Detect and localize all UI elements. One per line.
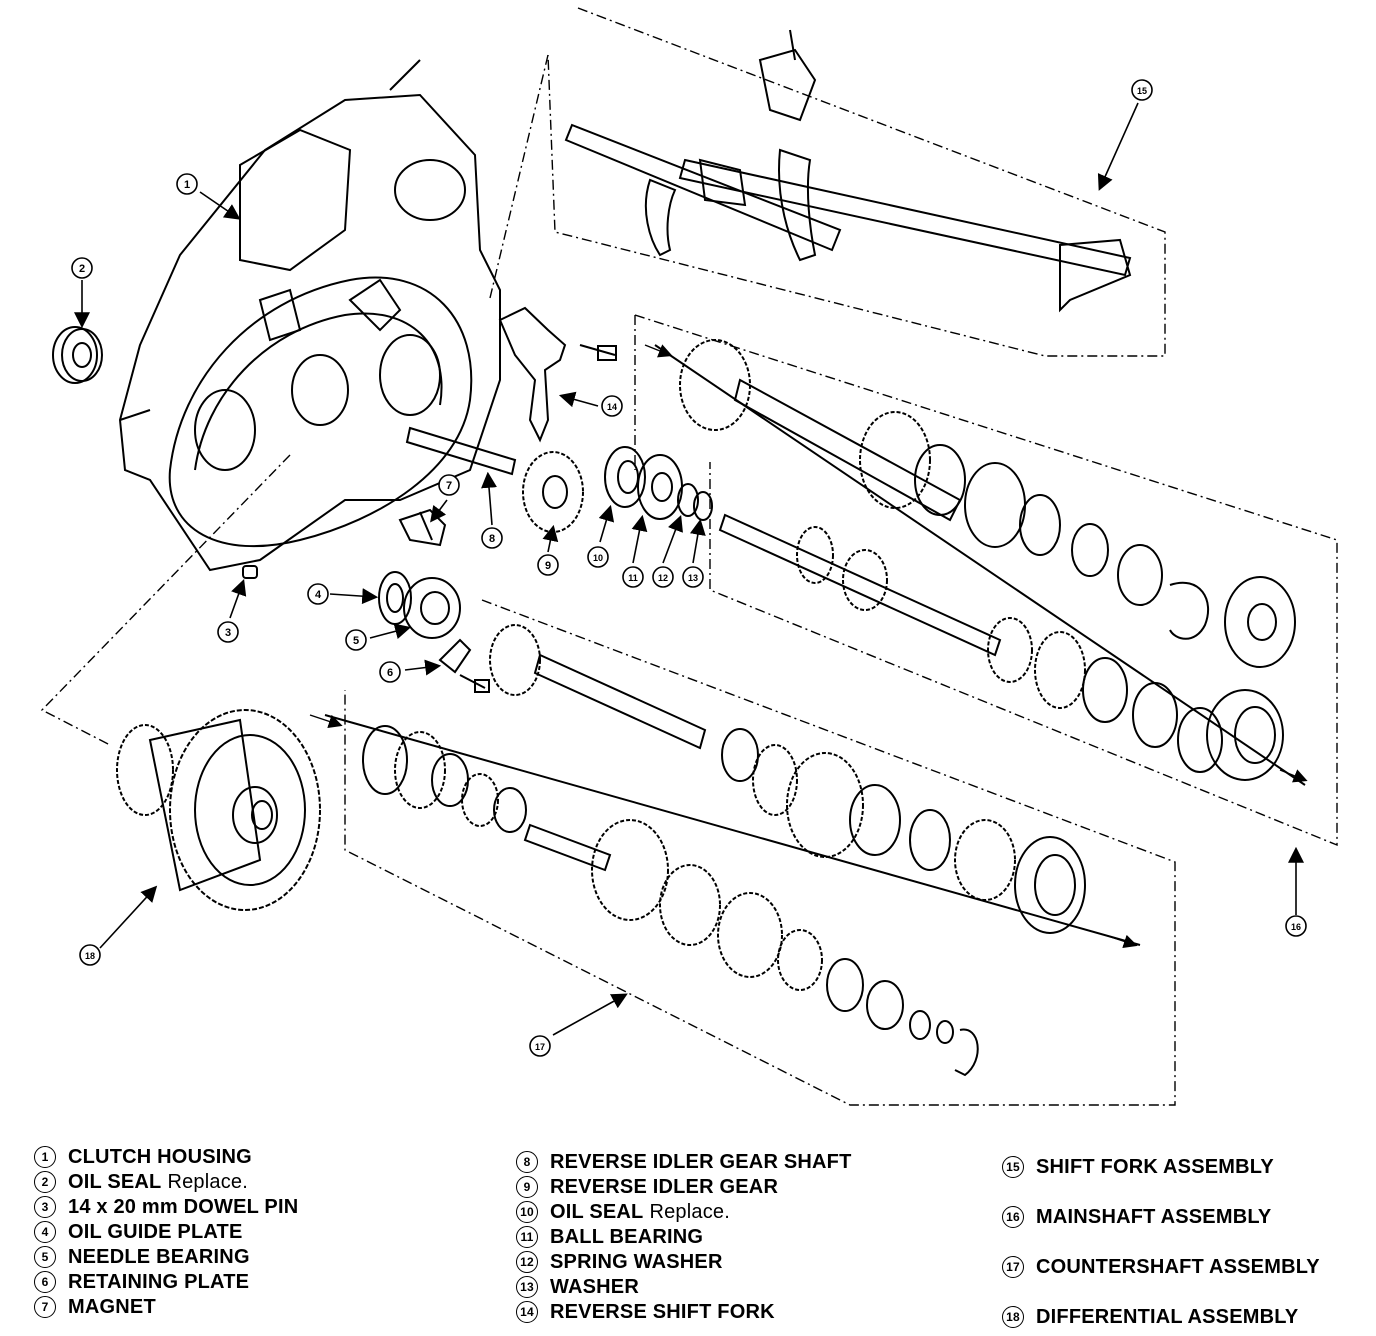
countershaft-assembly-boundary [344,599,1176,1106]
legend-item: 15 SHIFT FORK ASSEMBLY [1002,1156,1274,1179]
legend-item: 6 RETAINING PLATE [34,1271,249,1294]
legend-number: 14 [516,1301,538,1323]
legend-label: SHIFT FORK ASSEMBLY [1036,1156,1274,1178]
legend-number: 3 [34,1196,56,1218]
legend-label: 14 x 20 mm DOWEL PIN [68,1196,299,1218]
legend-number: 1 [34,1146,56,1168]
legend-number: 7 [34,1296,56,1318]
legend-item: 7 MAGNET [34,1296,156,1319]
mainshaft-assembly-boundary [634,314,1338,847]
exploded-transmission-diagram: 1 2 3 4 5 6 7 8 9 10 11 12 13 14 15 16 1… [40,7,1338,1106]
shift-fork-assembly-boundary [489,7,1166,357]
legend-label: BALL BEARING [550,1226,704,1248]
reverse-idler-gear-part [522,451,584,533]
legend-item: 16 MAINSHAFT ASSEMBLY [1002,1206,1271,1229]
legend-item: 4 OIL GUIDE PLATE [34,1221,243,1244]
legend-note: Replace. [167,1171,249,1193]
legend-label: SPRING WASHER [550,1251,723,1273]
legend-label: WASHER [550,1276,639,1298]
legend-number: 11 [516,1226,538,1248]
legend-label: DIFFERENTIAL ASSEMBLY [1036,1306,1299,1328]
callout-18: 18 [85,951,95,961]
legend-item: 11 BALL BEARING [516,1226,703,1249]
callout-circles [71,79,1307,1057]
legend-number: 18 [1002,1306,1024,1328]
legend-note: Replace. [649,1201,731,1223]
callout-9: 9 [545,560,551,572]
legend-item: 13 WASHER [516,1276,639,1299]
legend-label: REVERSE SHIFT FORK [550,1301,775,1323]
shaft-axis-arrows [309,344,1308,949]
legend-label: NEEDLE BEARING [68,1246,250,1268]
legend-item: 5 NEEDLE BEARING [34,1246,250,1269]
callout-10: 10 [593,553,603,563]
legend-item: 14 REVERSE SHIFT FORK [516,1301,775,1324]
mainshaft-end-parts [604,446,713,521]
reverse-shift-fork-part [498,306,617,443]
legend-number: 13 [516,1276,538,1298]
legend-number: 10 [516,1201,538,1223]
callout-leaders [74,102,1304,1036]
callout-8: 8 [489,533,495,545]
legend-label: REVERSE IDLER GEAR SHAFT [550,1151,852,1173]
mainshaft-assembly-part [654,339,1306,786]
legend-number: 17 [1002,1256,1024,1278]
legend-label: OIL GUIDE PLATE [68,1221,243,1243]
callout-7: 7 [446,480,452,492]
legend-number: 16 [1002,1206,1024,1228]
needle-bearing-part [403,577,461,639]
callout-6: 6 [387,667,393,679]
legend-item: 18 DIFFERENTIAL ASSEMBLY [1002,1306,1298,1329]
differential-assembly-part [116,709,321,911]
callout-5: 5 [353,635,359,647]
legend-label: OIL SEAL [68,1171,162,1193]
dowel-pin-part [242,565,258,579]
differential-leader-box [40,454,291,746]
legend-item: 9 REVERSE IDLER GEAR [516,1176,778,1199]
callout-14: 14 [607,402,617,412]
oil-seal-part [52,326,103,384]
legend-label: CLUTCH HOUSING [68,1146,252,1168]
legend-item: 12 SPRING WASHER [516,1251,723,1274]
clutch-housing [118,59,501,572]
legend-label: MAINSHAFT ASSEMBLY [1036,1206,1272,1228]
legend-number: 2 [34,1171,56,1193]
callout-1: 1 [184,179,190,191]
callout-11: 11 [628,573,638,583]
legend-label: MAGNET [68,1296,156,1318]
legend-item: 1 CLUTCH HOUSING [34,1146,252,1169]
retaining-plate-part [438,638,490,693]
legend-label: COUNTERSHAFT ASSEMBLY [1036,1256,1320,1278]
legend-number: 4 [34,1221,56,1243]
legend-number: 6 [34,1271,56,1293]
callout-16: 16 [1291,922,1301,932]
callout-12: 12 [658,573,668,583]
callout-17: 17 [535,1042,545,1052]
callout-4: 4 [315,589,322,601]
legend-item: 17 COUNTERSHAFT ASSEMBLY [1002,1256,1320,1279]
callout-numbers: 1 2 3 4 5 6 7 8 9 10 11 12 13 14 15 16 1… [79,86,1301,1052]
reverse-idler-shaft-part [405,426,517,476]
magnet-part [398,508,447,547]
callout-15: 15 [1137,86,1147,96]
legend-label: RETAINING PLATE [68,1271,250,1293]
legend-number: 8 [516,1151,538,1173]
legend-number: 15 [1002,1156,1024,1178]
callout-3: 3 [225,627,231,639]
legend-item: 8 REVERSE IDLER GEAR SHAFT [516,1151,852,1174]
legend-number: 5 [34,1246,56,1268]
legend-number: 9 [516,1176,538,1198]
legend-label: OIL SEAL [550,1201,644,1223]
countershaft-assembly-part [324,624,1141,1077]
shift-fork-assembly-part [564,29,1132,313]
legend-number: 12 [516,1251,538,1273]
callout-13: 13 [688,573,698,583]
legend-label: REVERSE IDLER GEAR [550,1176,779,1198]
legend-item: 3 14 x 20 mm DOWEL PIN [34,1196,298,1219]
callout-2: 2 [79,263,85,275]
